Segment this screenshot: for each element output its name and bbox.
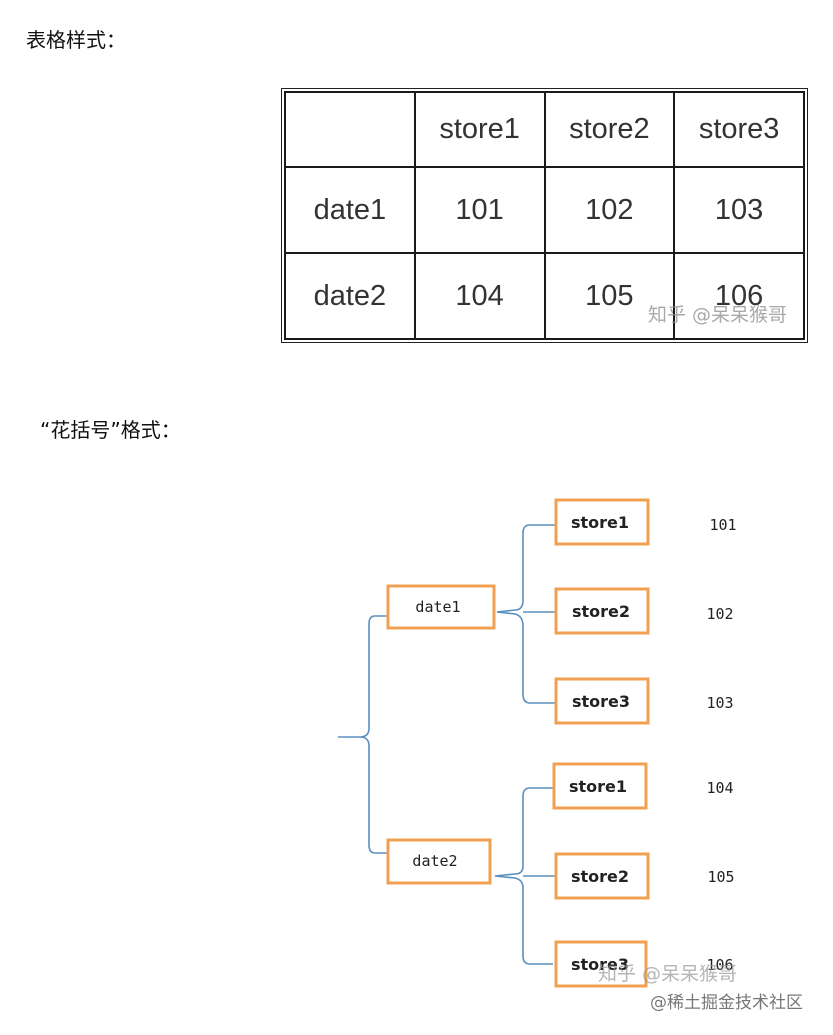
store3-node (554, 677, 650, 725)
store3-node-label: store3 (572, 692, 630, 711)
store1-node-label: store1 (569, 777, 627, 796)
store3-node-label: store3 (571, 955, 629, 974)
date2-node-label: date2 (412, 852, 457, 870)
table-format-heading: 表格样式： (26, 28, 126, 52)
root-brace (338, 615, 388, 854)
date1-brace (496, 524, 555, 704)
table-cell: 101 (413, 166, 546, 254)
store1-value: 104 (706, 779, 733, 797)
table-header-cell: store2 (543, 91, 676, 168)
table-cell: 106 (673, 252, 805, 340)
table-header-row: store1 store2 store3 (284, 91, 805, 168)
table-cell: 103 (673, 166, 805, 254)
store3-node (554, 940, 648, 988)
brace-format-heading: “花括号”格式： (40, 418, 181, 442)
zhihu-watermark-tree: 知乎 @呆呆猴哥 (598, 963, 738, 985)
store2-node (554, 587, 650, 635)
date2-brace (494, 787, 555, 965)
juejin-watermark: @稀土掘金技术社区 (650, 993, 803, 1013)
store2-value: 105 (707, 868, 734, 886)
table-row: date1 101 102 103 (284, 166, 805, 254)
table-row-label: date2 (284, 252, 416, 340)
store2-value: 102 (706, 605, 733, 623)
table-corner-cell (284, 91, 416, 168)
table-header-cell: store1 (413, 91, 546, 168)
table-cell: 102 (543, 166, 676, 254)
store1-node (552, 762, 648, 810)
store1-node (554, 498, 650, 546)
store2-node-label: store2 (572, 602, 630, 621)
table-cell: 105 (543, 252, 676, 340)
table-figure: store1 store2 store3 date1 101 102 103 d… (281, 88, 808, 343)
table-row-label: date1 (284, 166, 416, 254)
date1-node-label: date1 (415, 598, 460, 616)
store3-value: 103 (706, 694, 733, 712)
store3-value: 106 (706, 956, 733, 974)
date1-node (386, 584, 496, 630)
table-cell: 104 (413, 252, 546, 340)
store2-node-label: store2 (571, 867, 629, 886)
store1-value: 101 (709, 516, 736, 534)
date2-node (386, 838, 492, 885)
zhihu-watermark-table: 知乎 @呆呆猴哥 (648, 304, 788, 326)
data-table: store1 store2 store3 date1 101 102 103 d… (284, 91, 805, 340)
store1-node-label: store1 (571, 513, 629, 532)
table-header-cell: store3 (673, 91, 805, 168)
table-row: date2 104 105 106 (284, 252, 805, 340)
store2-node (554, 852, 650, 900)
